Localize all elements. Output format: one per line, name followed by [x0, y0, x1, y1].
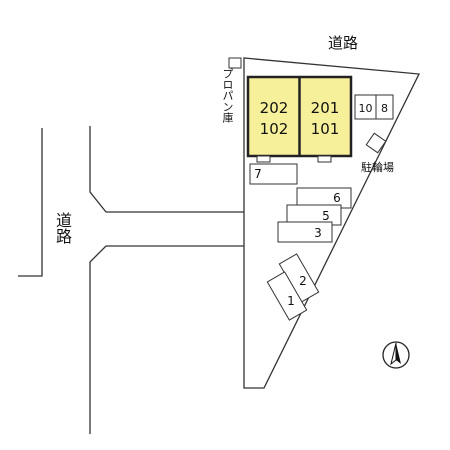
- north-arrow-icon: [382, 341, 410, 369]
- parking-1-label: 1: [287, 294, 295, 308]
- entrance-step-right: [317, 155, 332, 163]
- parking-space-8: [375, 94, 394, 120]
- parking-3-label: 3: [314, 226, 322, 240]
- north-road-label: 道路: [328, 34, 358, 52]
- unit-102-label: 102: [260, 120, 289, 138]
- bicycle-parking-area: [365, 132, 387, 154]
- west-road-upper-edge: [89, 126, 244, 213]
- bicycle-parking-label: 駐輪場: [361, 160, 394, 174]
- parking-10-label: 10: [359, 102, 373, 115]
- propane-shed: [228, 57, 242, 69]
- unit-202-label: 202: [260, 99, 289, 117]
- west-road-left-edge: [18, 128, 43, 277]
- site-boundary: [243, 57, 421, 389]
- parking-space-1: [266, 271, 308, 321]
- parking-space-7: [249, 163, 298, 185]
- parking-space-3: [277, 221, 333, 243]
- parking-7-label: 7: [254, 167, 262, 181]
- entrance-step-left: [256, 155, 271, 163]
- west-road-lower-edge: [89, 245, 244, 434]
- parking-6-label: 6: [333, 191, 341, 205]
- west-road-label: 道路: [53, 212, 72, 244]
- parking-2-label: 2: [299, 274, 307, 288]
- unit-201-label: 201: [311, 99, 340, 117]
- propane-storage-label: プロパン庫: [221, 68, 234, 123]
- parking-8-label: 8: [381, 102, 388, 115]
- parking-5-label: 5: [322, 209, 330, 223]
- unit-101-label: 101: [311, 120, 340, 138]
